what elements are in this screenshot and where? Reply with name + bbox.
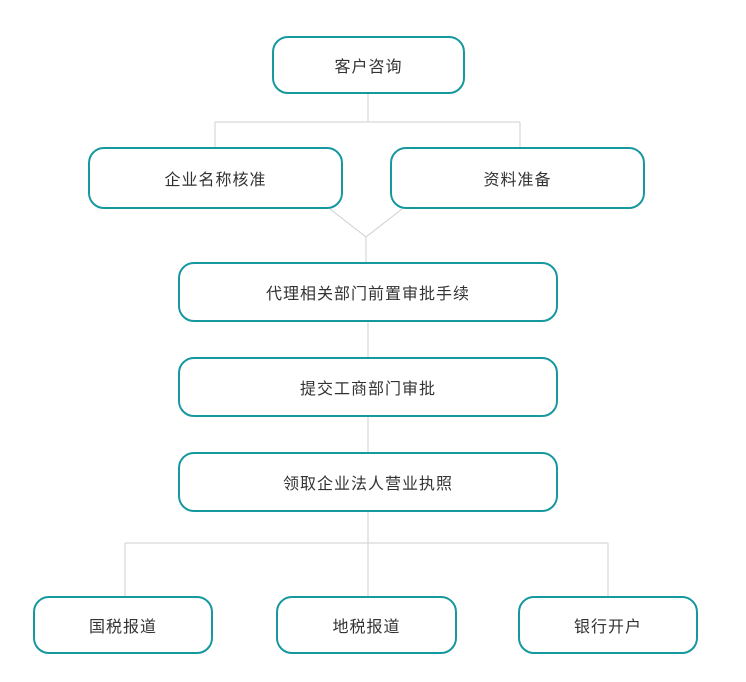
flow-node-bank-account-opening: 银行开户	[518, 596, 698, 654]
flow-node-obtain-business-license: 领取企业法人营业执照	[178, 452, 558, 512]
edge-merge-left-diagonal	[329, 208, 367, 238]
flow-node-local-tax-registration: 地税报道	[276, 596, 457, 654]
flow-node-agency-pre-approval-procedures: 代理相关部门前置审批手续	[178, 262, 558, 322]
flow-node-submit-industry-commerce-approval: 提交工商部门审批	[178, 357, 558, 417]
flow-node-customer-consultation: 客户咨询	[272, 36, 465, 94]
flow-node-company-name-approval: 企业名称核准	[88, 147, 343, 209]
edge-merge-right-diagonal	[365, 208, 403, 238]
flow-node-material-preparation: 资料准备	[390, 147, 645, 209]
flow-node-national-tax-registration: 国税报道	[33, 596, 213, 654]
